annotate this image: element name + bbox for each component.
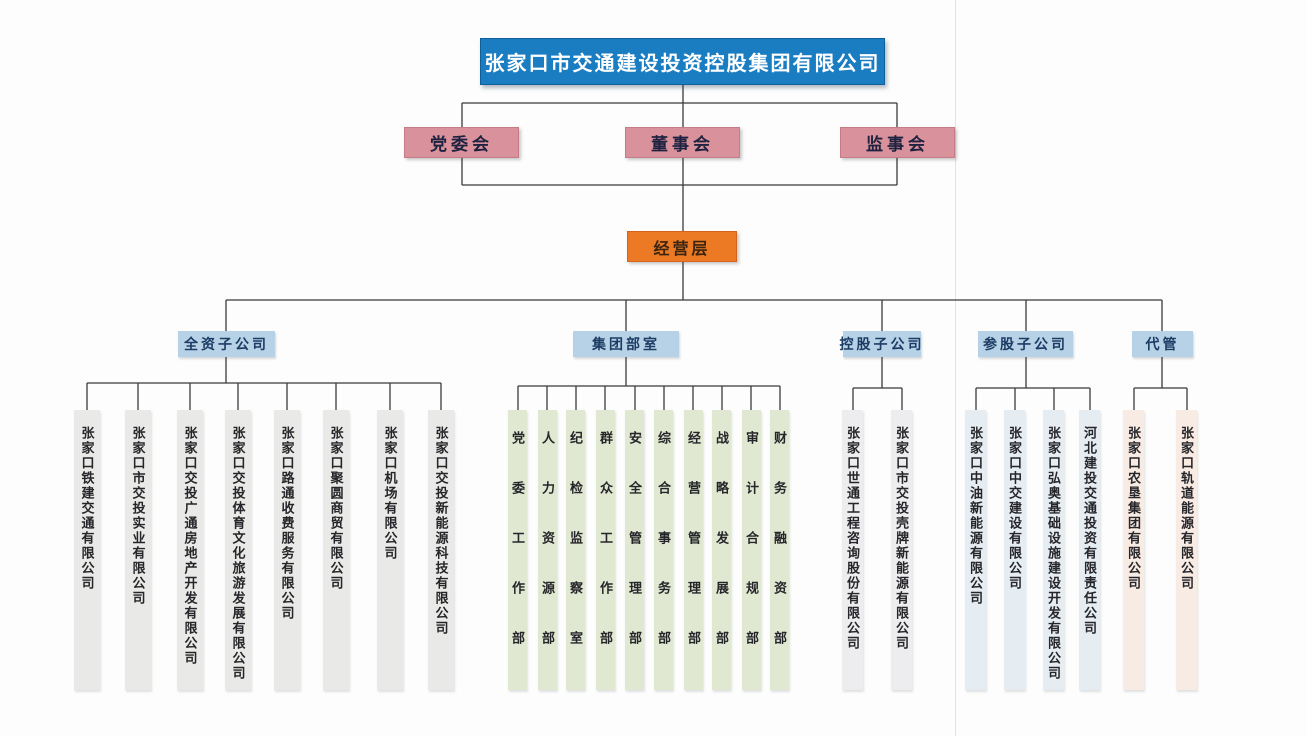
subsidiary-label: 张家口弘奥基础设施建设开发有限公司: [1046, 426, 1061, 681]
department-box: 经营管理部: [684, 410, 703, 690]
subsidiary-label: 张家口交投体育文化旅游发展有限公司: [230, 426, 246, 681]
group-header-equity: 参股子公司: [978, 331, 1073, 357]
department-label: 安全管理部: [627, 431, 642, 681]
department-box: 安全管理部: [625, 410, 644, 690]
group-header-departments: 集团部室: [573, 331, 679, 357]
subsidiary-box: 张家口市交投实业有限公司: [125, 410, 151, 690]
managed-company-box: 张家口农垦集团有限公司: [1123, 410, 1144, 690]
subsidiary-label: 张家口农垦集团有限公司: [1126, 426, 1141, 591]
board-of-directors-label: 董事会: [651, 135, 714, 154]
group-header-label: 参股子公司: [983, 336, 1068, 352]
subsidiary-label: 张家口中油新能源有限公司: [968, 426, 983, 606]
department-label: 综合事务部: [656, 431, 671, 681]
subsidiary-label: 张家口市交投壳牌新能源有限公司: [894, 426, 909, 651]
party-committee-label: 党委会: [430, 135, 493, 154]
holding-subsidiary-box: 张家口世通工程咨询股份有限公司: [842, 410, 863, 690]
root-company-box: 张家口市交通建设投资控股集团有限公司: [480, 38, 885, 85]
equity-subsidiary-box: 张家口弘奥基础设施建设开发有限公司: [1043, 410, 1064, 690]
department-box: 党委工作部: [508, 410, 527, 690]
management-level-box: 经营层: [627, 231, 737, 262]
party-committee-box: 党委会: [404, 127, 519, 158]
equity-subsidiary-box: 张家口中交建设有限公司: [1004, 410, 1025, 690]
subsidiary-label: 张家口路通收费服务有限公司: [279, 426, 295, 621]
management-level-label: 经营层: [653, 240, 711, 258]
subsidiary-box: 张家口聚圆商贸有限公司: [323, 410, 349, 690]
group-header-managed: 代管: [1132, 331, 1193, 357]
root-company-label: 张家口市交通建设投资控股集团有限公司: [484, 53, 881, 75]
equity-subsidiary-box: 张家口中油新能源有限公司: [965, 410, 986, 690]
subsidiary-label: 张家口交投新能源科技有限公司: [433, 426, 449, 636]
subsidiary-box: 张家口铁建交通有限公司: [74, 410, 100, 690]
group-header-label: 代管: [1145, 336, 1180, 352]
department-box: 战略发展部: [712, 410, 731, 690]
holding-subsidiary-box: 张家口市交投壳牌新能源有限公司: [891, 410, 912, 690]
department-label: 审计合规部: [744, 431, 759, 681]
department-label: 财务融资部: [772, 431, 787, 681]
scan-crease-line: [955, 0, 956, 736]
subsidiary-box: 张家口交投新能源科技有限公司: [428, 410, 454, 690]
group-header-label: 集团部室: [592, 336, 660, 352]
subsidiary-label: 张家口世通工程咨询股份有限公司: [845, 426, 860, 651]
managed-company-box: 张家口轨道能源有限公司: [1176, 410, 1197, 690]
department-box: 财务融资部: [770, 410, 789, 690]
group-header-holding: 控股子公司: [840, 331, 922, 357]
department-box: 群众工作部: [596, 410, 615, 690]
department-box: 综合事务部: [654, 410, 673, 690]
subsidiary-box: 张家口机场有限公司: [377, 410, 403, 690]
subsidiary-label: 张家口聚圆商贸有限公司: [328, 426, 344, 591]
subsidiary-label: 河北建投交通投资有限责任公司: [1082, 426, 1097, 636]
subsidiary-box: 张家口交投广通房地产开发有限公司: [177, 410, 203, 690]
supervisory-board-box: 监事会: [840, 127, 955, 158]
department-label: 人力资源部: [540, 431, 555, 681]
subsidiary-box: 张家口路通收费服务有限公司: [274, 410, 300, 690]
supervisory-board-label: 监事会: [866, 135, 929, 154]
subsidiary-box: 张家口交投体育文化旅游发展有限公司: [225, 410, 251, 690]
subsidiary-label: 张家口交投广通房地产开发有限公司: [182, 426, 198, 666]
group-header-wholly-owned: 全资子公司: [178, 331, 275, 357]
subsidiary-label: 张家口中交建设有限公司: [1007, 426, 1022, 591]
subsidiary-label: 张家口市交投实业有限公司: [130, 426, 146, 606]
department-box: 纪检监察室: [566, 410, 585, 690]
equity-subsidiary-box: 河北建投交通投资有限责任公司: [1079, 410, 1100, 690]
department-label: 纪检监察室: [568, 431, 583, 681]
board-of-directors-box: 董事会: [625, 127, 740, 158]
group-header-label: 控股子公司: [839, 336, 925, 352]
subsidiary-label: 张家口机场有限公司: [382, 426, 398, 561]
subsidiary-label: 张家口铁建交通有限公司: [79, 426, 95, 591]
department-box: 审计合规部: [742, 410, 761, 690]
department-box: 人力资源部: [538, 410, 557, 690]
subsidiary-label: 张家口轨道能源有限公司: [1179, 426, 1194, 591]
department-label: 党委工作部: [510, 431, 525, 681]
department-label: 战略发展部: [714, 431, 729, 681]
group-header-label: 全资子公司: [184, 336, 269, 352]
department-label: 群众工作部: [598, 431, 613, 681]
department-label: 经营管理部: [686, 431, 701, 681]
